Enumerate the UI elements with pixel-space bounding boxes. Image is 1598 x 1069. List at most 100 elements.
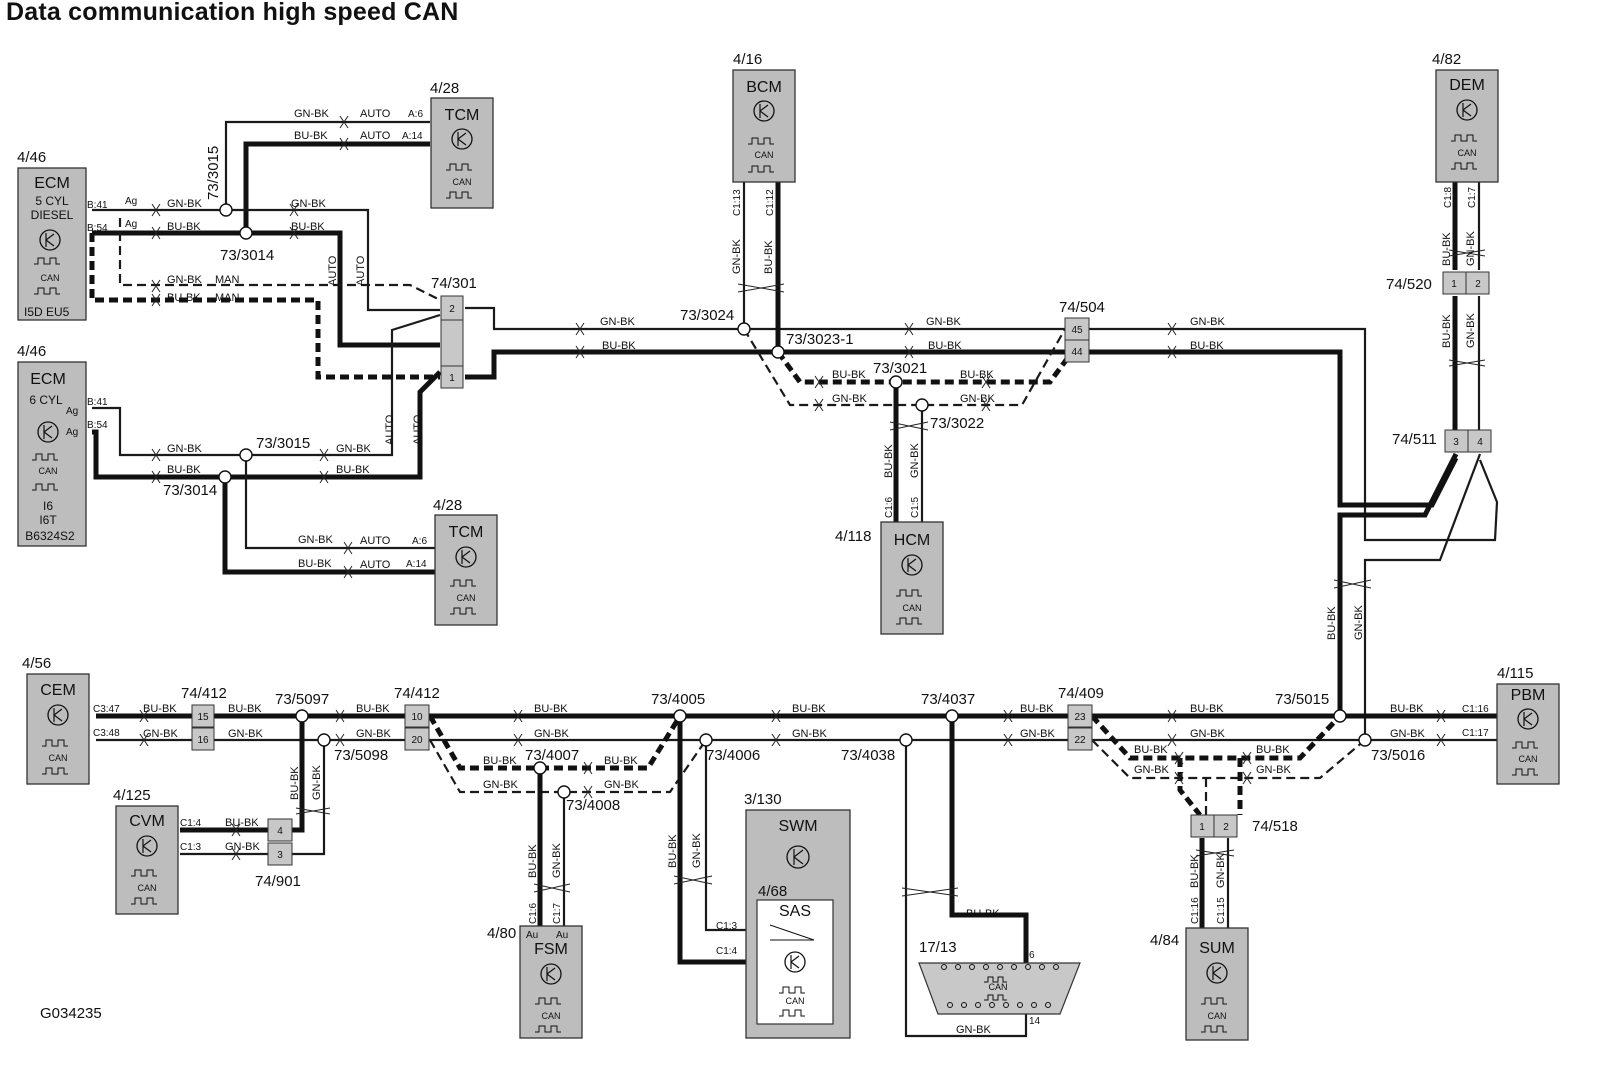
hcm-module: 4/118 HCM CAN: [835, 521, 944, 635]
svg-text:B:54: B:54: [87, 420, 108, 431]
hcm-can: CAN: [902, 603, 921, 613]
pulse-icon: [450, 579, 476, 587]
tcm-top-can: CAN: [452, 177, 471, 187]
svg-text:74/518: 74/518: [1252, 818, 1298, 835]
tcm-top-module: 4/28 TCM CAN: [430, 80, 494, 209]
svg-text:C1:3: C1:3: [716, 921, 738, 932]
svg-text:GN-BK: GN-BK: [483, 779, 519, 791]
transistor-icon: [540, 963, 562, 985]
svg-text:BU-BK: BU-BK: [1190, 703, 1224, 715]
svg-text:C1:4: C1:4: [180, 818, 202, 829]
svg-text:GN-BK: GN-BK: [167, 198, 203, 210]
splice-73-3024: [737, 322, 751, 336]
svg-text:GN-BK: GN-BK: [551, 843, 563, 879]
svg-text:GN-BK: GN-BK: [731, 239, 743, 275]
sas-name: SAS: [779, 903, 811, 920]
svg-text:73/4006: 73/4006: [706, 747, 760, 764]
transistor-icon: [1517, 708, 1539, 730]
svg-text:C1:16: C1:16: [1462, 704, 1489, 715]
svg-text:AUTO: AUTO: [360, 130, 391, 142]
svg-text:BU-BK: BU-BK: [763, 240, 775, 274]
svg-text:2: 2: [1475, 279, 1481, 290]
svg-text:73/3022: 73/3022: [930, 415, 984, 432]
pulse-icon: [984, 976, 1007, 983]
svg-text:20: 20: [411, 735, 423, 746]
svg-text:3: 3: [277, 850, 283, 861]
transistor-icon: [455, 546, 477, 568]
connector-74-301: 74/301 2 1: [431, 275, 477, 389]
svg-text:GN-BK: GN-BK: [1353, 605, 1365, 641]
svg-text:GN-BK: GN-BK: [792, 728, 828, 740]
svg-text:73/3015: 73/3015: [205, 146, 222, 200]
hcm-ref: 4/118: [835, 528, 871, 545]
pulse-icon: [1201, 1025, 1227, 1033]
bcm-name: BCM: [746, 79, 782, 96]
svg-text:GN-BK: GN-BK: [534, 728, 570, 740]
svg-text:BU-BK: BU-BK: [298, 558, 332, 570]
connector-74-901: 4 3 74/901: [255, 818, 301, 890]
svg-text:BU-BK: BU-BK: [667, 834, 679, 868]
svg-text:BU-BK: BU-BK: [1020, 703, 1054, 715]
cvm-module: 4/125 CVM CAN: [113, 787, 179, 915]
connector-74-412-right: 74/412 10 20: [394, 685, 440, 751]
pulse-icon: [42, 767, 68, 775]
svg-text:BU-BK: BU-BK: [483, 755, 517, 767]
pbm-name: PBM: [1511, 687, 1546, 704]
svg-text:GN-BK: GN-BK: [1190, 316, 1226, 328]
pulse-icon: [1451, 162, 1477, 170]
sas-can: CAN: [785, 996, 804, 1006]
svg-text:73/5015: 73/5015: [1275, 691, 1329, 708]
figure-id: G034235: [40, 1005, 102, 1022]
transistor-icon: [901, 554, 923, 576]
transistor-icon: [784, 951, 806, 973]
svg-text:BU-BK: BU-BK: [527, 844, 539, 878]
svg-text:AUTO: AUTO: [327, 255, 339, 286]
svg-text:73/4037: 73/4037: [921, 691, 975, 708]
tcm-top-ref: 4/28: [430, 80, 459, 97]
svg-text:73/4038: 73/4038: [841, 747, 895, 764]
transistor-icon: [753, 100, 775, 122]
ecm-6cyl-var2: I6T: [39, 513, 57, 527]
svg-text:73/5016: 73/5016: [1371, 747, 1425, 764]
svg-text:AUTO: AUTO: [360, 535, 391, 547]
pulse-icon: [446, 191, 472, 199]
ecm-6cyl-var3: B6324S2: [25, 529, 75, 543]
ecm-6cyl-line1: 6 CYL: [29, 393, 63, 407]
transistor-icon: [47, 704, 69, 726]
svg-text:BU-BK: BU-BK: [356, 703, 390, 715]
svg-text:BU-BK: BU-BK: [966, 908, 1000, 920]
pbm-can: CAN: [1518, 754, 1537, 764]
svg-text:23: 23: [1074, 712, 1086, 723]
sas-ref: 4/68: [758, 883, 787, 900]
svg-text:GN-BK: GN-BK: [311, 765, 323, 801]
splice-73-4008: [557, 785, 571, 799]
sum-can: CAN: [1207, 1011, 1226, 1021]
splice-73-5098: [317, 733, 331, 747]
svg-text:GN-BK: GN-BK: [1465, 231, 1477, 267]
svg-text:AUTO: AUTO: [384, 414, 396, 445]
dlc-ref: 17/13: [919, 939, 957, 956]
svg-text:GN-BK: GN-BK: [600, 316, 636, 328]
ecm-5cyl-line1: 5 CYL: [35, 194, 69, 208]
svg-text:GN-BK: GN-BK: [832, 393, 868, 405]
svg-text:74/412: 74/412: [181, 685, 227, 702]
svg-text:B:41: B:41: [87, 200, 108, 211]
svg-text:GN-BK: GN-BK: [1020, 728, 1056, 740]
cem-name: CEM: [40, 682, 76, 699]
ecm-6cyl-can: CAN: [38, 466, 57, 476]
pulse-icon: [779, 986, 805, 994]
svg-text:74/409: 74/409: [1058, 685, 1104, 702]
svg-text:73/3014: 73/3014: [163, 482, 217, 499]
transistor-icon: [786, 845, 810, 869]
svg-text:15: 15: [197, 712, 209, 723]
svg-text:45: 45: [1071, 325, 1083, 336]
wires: [89, 120, 1499, 1038]
fsm-ref: 4/80: [487, 925, 516, 942]
svg-text:BU-BK: BU-BK: [1390, 703, 1424, 715]
svg-text:GN-BK: GN-BK: [909, 443, 921, 479]
svg-text:GN-BK: GN-BK: [1390, 728, 1426, 740]
wire-labels: GN-BK BU-BK AUTO AUTO GN-BK BU-BK GN-BK …: [143, 108, 1477, 1036]
twist-marks: [139, 115, 1486, 897]
svg-text:73/3014: 73/3014: [220, 247, 274, 264]
